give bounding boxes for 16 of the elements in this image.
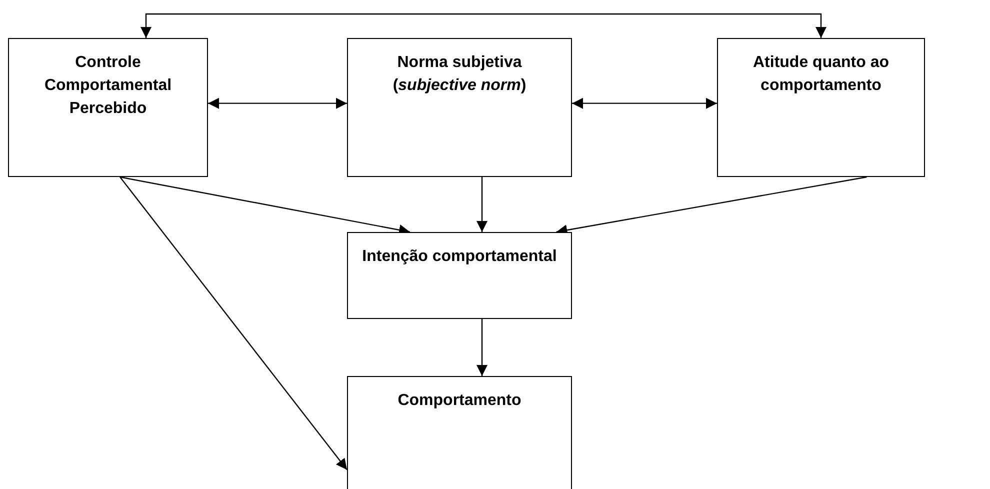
box-label: Norma subjetiva (subjective norm) xyxy=(392,53,528,96)
box-label: Atitude quanto ao comportamento xyxy=(752,53,890,96)
box-label: Intenção comportamental xyxy=(361,247,558,267)
arrow xyxy=(572,98,717,109)
arrow xyxy=(208,98,347,109)
box-label: Controle Comportamental Percebido xyxy=(43,53,173,119)
arrow xyxy=(120,176,348,470)
process-box xyxy=(8,38,208,177)
process-box xyxy=(347,376,572,489)
arrow xyxy=(140,13,826,38)
box-label: Comportamento xyxy=(396,391,522,411)
process-box xyxy=(717,38,925,177)
process-box xyxy=(347,232,572,319)
arrow xyxy=(476,319,488,376)
arrow xyxy=(476,177,488,232)
process-box xyxy=(347,38,572,177)
